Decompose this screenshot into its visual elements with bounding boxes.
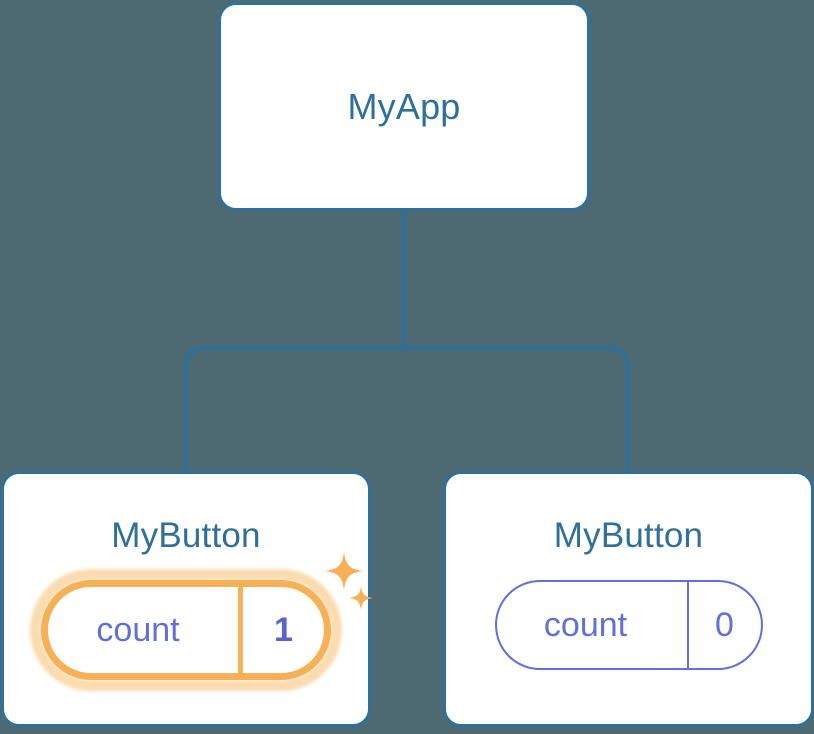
connector-branch-left xyxy=(184,346,404,474)
node-myapp-label: MyApp xyxy=(347,85,461,127)
node-myapp[interactable]: MyApp xyxy=(218,2,590,211)
node-mybutton-right-label: MyButton xyxy=(553,516,704,555)
state-pill-key-left: count xyxy=(96,611,180,649)
node-mybutton-left-label: MyButton xyxy=(111,516,261,555)
state-pill-glow xyxy=(30,569,342,691)
node-mybutton-right[interactable]: MyButton count 0 xyxy=(443,471,814,727)
state-pill-key-right: count xyxy=(543,606,628,644)
state-pill-value-left: 1 xyxy=(238,587,324,673)
node-mybutton-left[interactable]: MyButton count 1 xyxy=(1,471,373,727)
state-pill-wrap-right: count 0 xyxy=(494,580,763,670)
sparkle-small-icon xyxy=(349,586,373,610)
state-pill-value-right: 0 xyxy=(686,582,761,668)
sparkle-group xyxy=(323,552,383,632)
state-pill-count-left[interactable]: count 1 xyxy=(41,580,331,680)
state-pill-count-right[interactable]: count 0 xyxy=(494,580,763,670)
sparkle-large-icon xyxy=(325,552,363,590)
state-pill-wrap-left: count 1 xyxy=(30,552,373,691)
connector-branch-right xyxy=(404,346,630,474)
